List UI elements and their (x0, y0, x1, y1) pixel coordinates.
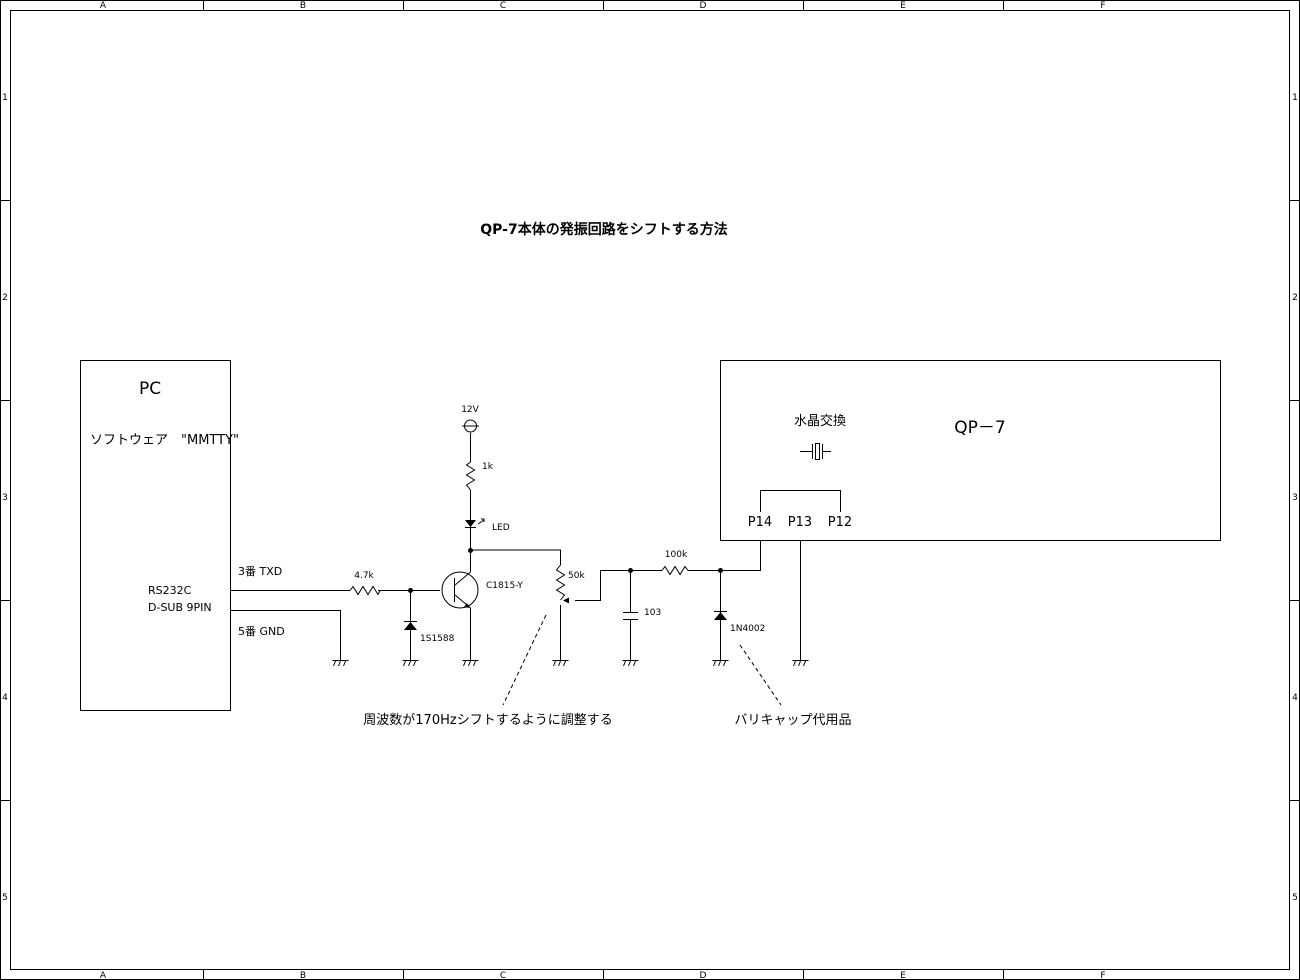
pin-p14: P14 (748, 515, 772, 530)
junction-dot (408, 588, 413, 593)
pin-p12: P12 (828, 515, 852, 530)
frame-column-label: F (1100, 971, 1105, 980)
supply-label: 12V (461, 405, 479, 415)
frame-column-label: A (100, 971, 107, 980)
resistor-4.7k (349, 585, 381, 596)
frame-row-label: 1 (2, 93, 8, 103)
r3-label: 100k (665, 550, 688, 560)
frame-row-label: 3 (1292, 493, 1298, 503)
frame-row-label: 5 (2, 893, 8, 903)
d1-label: 1S1588 (420, 634, 455, 644)
c1-label: 103 (644, 608, 661, 618)
frame-column-label: E (900, 971, 906, 980)
d2-label: 1N4002 (730, 624, 765, 634)
junction-dot (718, 568, 723, 573)
diode-1s1588-icon (404, 621, 417, 630)
frame-column-label: C (500, 1, 506, 11)
ground-icon (712, 660, 729, 667)
note-leader-diode (739, 644, 782, 706)
frame-row-label: 2 (2, 293, 8, 303)
qp7-label: QP－7 (954, 418, 1005, 438)
pc-port-1: RS232C (148, 584, 192, 597)
resistor-100k (661, 565, 689, 576)
frame-column-label: D (700, 971, 707, 980)
note-leader-vr (502, 614, 547, 706)
frame-column-label: E (900, 1, 906, 11)
r2-label: 1k (482, 462, 494, 472)
vr-label: 50k (568, 571, 585, 581)
pc-box (80, 360, 231, 711)
ground-icon (792, 660, 809, 667)
diagram-title: QP-7本体の発振回路をシフトする方法 (480, 221, 727, 238)
frame-column-label: A (100, 1, 107, 11)
r1-label: 4.7k (354, 571, 374, 581)
q1-label: C1815-Y (486, 581, 523, 591)
junction-dot (468, 548, 473, 553)
potentiometer-50k (555, 564, 566, 601)
crystal-icon (800, 443, 831, 460)
frame-row-label: 2 (1292, 293, 1298, 303)
transistor-icon (441, 571, 479, 609)
led-icon (465, 518, 485, 528)
pc-label: PC (139, 379, 161, 399)
frame-column-label: D (700, 1, 707, 11)
ground-icon (462, 660, 479, 667)
frame-column-label: F (1100, 1, 1105, 11)
frame-column-label: C (500, 971, 506, 980)
capacitor-icon (623, 612, 638, 620)
note-diode: バリキャップ代用品 (734, 713, 851, 728)
frame-row-label: 5 (1292, 893, 1298, 903)
frame-row-label: 4 (1292, 693, 1298, 703)
frame-column-label: B (300, 971, 306, 980)
pin-p13: P13 (788, 515, 812, 530)
wiper-arrow-icon (563, 597, 569, 604)
junction-dot (628, 568, 633, 573)
ground-icon (332, 660, 349, 667)
qp7-box (720, 360, 1221, 541)
frame-column-label: B (300, 1, 306, 11)
pc-software: ソフトウェア "MMTTY" (90, 433, 239, 448)
pc-port-2: D-SUB 9PIN (148, 601, 212, 614)
note-vr: 周波数が170Hzシフトするように調整する (363, 713, 612, 728)
led-label: LED (492, 523, 510, 533)
resistor-1k (465, 461, 476, 491)
crystal-label: 水晶交換 (794, 413, 846, 429)
diode-1n4002-icon (714, 611, 727, 620)
frame-row-label: 1 (1292, 93, 1298, 103)
frame-row-label: 4 (2, 693, 8, 703)
ground-icon (402, 660, 419, 667)
inner-frame (10, 10, 1290, 970)
ground-icon (552, 660, 569, 667)
frame-row-label: 3 (2, 493, 8, 503)
ground-icon (622, 660, 639, 667)
gnd-label: 5番 GND (238, 625, 285, 638)
txd-label: 3番 TXD (238, 565, 282, 578)
